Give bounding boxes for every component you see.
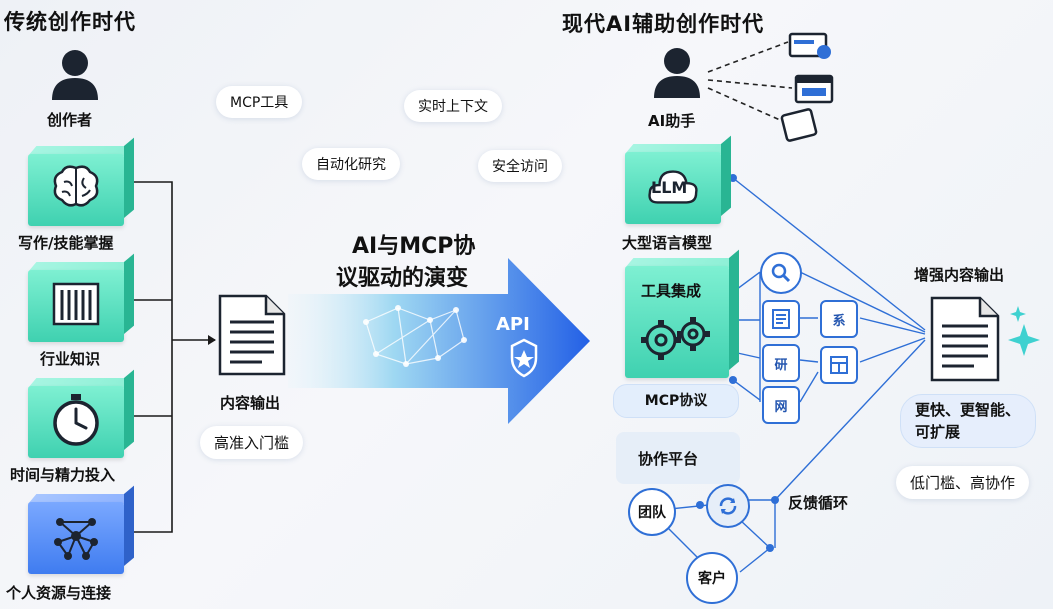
enhanced-document-icon [930,296,1000,382]
content-output-label: 内容输出 [220,394,281,412]
tools-label: 工具集成 [641,282,702,300]
doc-icon [772,309,790,329]
tag-auto-research: 自动化研究 [302,148,400,180]
skill-cube [28,137,134,226]
tag-secure-access: 安全访问 [478,150,562,182]
web-tile: 网 [762,386,800,424]
collab-panel [616,432,740,484]
api-label: API [496,314,530,335]
tag-mcp-tools: MCP工具 [216,86,303,118]
resources-cube [28,485,134,574]
app-tile [820,346,858,384]
industry-knowledge-cube [28,253,134,342]
low-barrier-badge: 低门槛、高协作 [896,466,1030,499]
search-icon [771,263,791,283]
team-node: 团队 [628,488,676,536]
industry-knowledge-label: 行业知识 [40,350,101,368]
evolution-arrow [288,258,590,424]
llm-text: LLM [651,178,688,197]
time-cube [28,369,134,458]
cloud-icon [648,170,698,204]
right-title: 现代AI辅助创作时代 [562,12,765,36]
sync-icon [719,497,737,515]
llm-cube: LLM [625,135,731,224]
gears-icon [641,317,710,360]
document-icon [218,294,286,376]
tag-realtime-context: 实时上下文 [404,90,502,122]
creator-label: 创作者 [47,111,93,129]
left-title: 传统创作时代 [4,10,136,34]
arrow-title-line2: 议驱动的演变 [336,266,469,291]
mcp-protocol-badge: MCP协议 [613,384,739,418]
network-icon [54,518,98,560]
tablet-icon [780,108,818,142]
search-tile [760,252,802,294]
sparkle-icon [1008,306,1040,356]
sync-node [706,484,750,528]
tools-cube: 工具集成 [625,249,739,378]
ai-assistant-label: AI助手 [648,112,696,130]
stopwatch-icon [53,394,99,446]
grid-app-icon [830,356,848,374]
feedback-loop-label: 反馈循环 [788,494,849,512]
llm-label: 大型语言模型 [622,234,713,252]
library-icon [52,282,100,326]
doc-tile [762,300,800,338]
system-tile: 系 [820,300,858,338]
customer-node: 客户 [686,552,738,604]
research-tile: 研 [762,344,800,382]
high-barrier-badge: 高准入门槛 [200,426,304,459]
browser-icon [794,74,834,104]
benefits-badge: 更快、更智能、可扩展 [900,394,1036,448]
collab-label: 协作平台 [638,450,699,468]
skill-label: 写作/技能掌握 [18,234,114,252]
monitor-icon [788,32,831,59]
benefits-text: 更快、更智能、可扩展 [915,401,1021,441]
resources-label: 个人资源与连接 [6,584,112,602]
time-label: 时间与精力投入 [10,466,116,484]
ai-assistant-icon [654,48,700,98]
enhanced-output-label: 增强内容输出 [914,266,1005,284]
person-icon [52,50,98,100]
arrow-title-line1: AI与MCP协 [352,234,476,259]
brain-icon [53,165,99,207]
